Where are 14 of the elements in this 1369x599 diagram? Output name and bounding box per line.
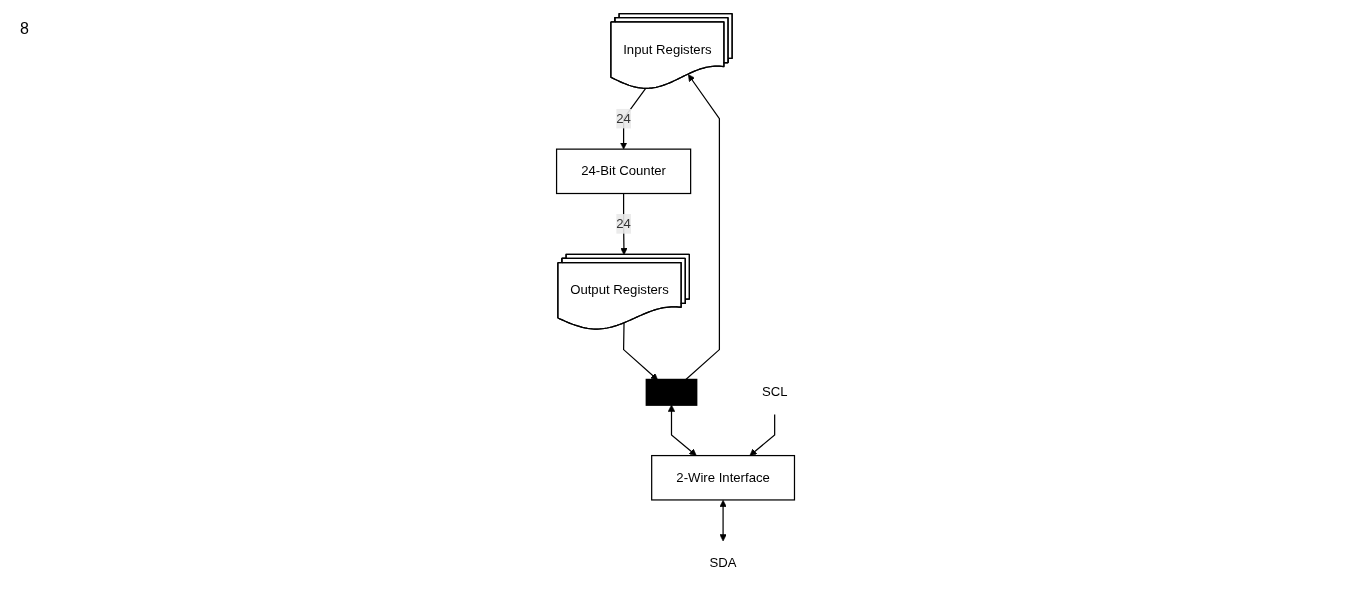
arrow xyxy=(749,413,776,456)
arrow xyxy=(719,499,727,542)
bus-width-label: 8 xyxy=(20,20,29,38)
node-bar xyxy=(645,378,698,406)
node-box: 2-Wire Interface xyxy=(651,455,796,501)
node-text: SCL xyxy=(762,384,788,399)
edge-label: 24 xyxy=(616,111,632,126)
edge-label: 24 xyxy=(616,216,632,231)
node-box: 24-Bit Counter xyxy=(556,148,692,195)
arrow xyxy=(620,88,647,150)
node-text: SDA xyxy=(709,555,737,570)
arrow xyxy=(684,74,721,381)
arrow xyxy=(668,404,697,456)
arrow xyxy=(623,322,659,381)
